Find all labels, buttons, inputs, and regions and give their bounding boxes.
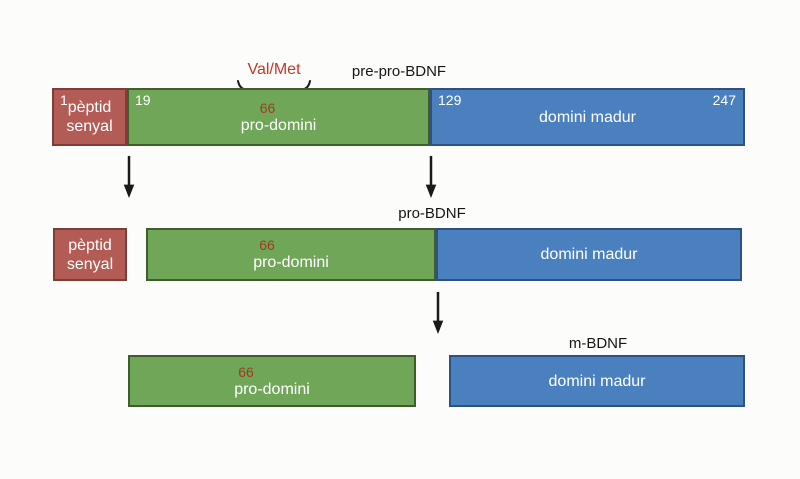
down-arrow-icon xyxy=(425,155,437,199)
residue-number-66: 66 xyxy=(259,99,276,116)
box-label-line: senyal xyxy=(66,118,113,135)
box-signal-peptide-2: pèptid senyal xyxy=(53,228,127,281)
box-signal-peptide-1: 1 pèptid senyal xyxy=(52,88,127,146)
box-pro-domain-3: 66 pro-domini xyxy=(128,355,416,407)
stage-label-pre-pro-bdnf: pre-pro-BDNF xyxy=(351,63,447,80)
residue-number: 1 xyxy=(60,92,68,108)
box-label: domini madur xyxy=(548,372,646,390)
residue-number-66: 66 xyxy=(238,363,254,380)
residue-number: 129 xyxy=(438,92,462,108)
box-label-line: pèptid xyxy=(67,99,112,116)
box-label: domini madur xyxy=(539,108,636,126)
val-met-annotation: Val/Met xyxy=(247,61,301,78)
box-label-line: senyal xyxy=(66,255,114,273)
box-mature-domain-1: 129 247 domini madur xyxy=(430,88,745,146)
residue-number-66: 66 xyxy=(259,237,275,253)
down-arrow-icon xyxy=(432,291,444,335)
stage-label-pro-bdnf: pro-BDNF xyxy=(398,205,466,222)
box-pro-domain-1: 19 66 pro-domini xyxy=(127,88,430,146)
residue-number: 19 xyxy=(135,92,151,108)
box-label: pro-domini xyxy=(234,380,310,398)
box-label: pro-domini xyxy=(240,116,317,134)
box-label-line: pèptid xyxy=(68,236,112,254)
box-pro-domain-2: 66 pro-domini xyxy=(146,228,436,281)
residue-number: 247 xyxy=(712,92,736,108)
box-label: pro-domini xyxy=(253,254,329,271)
box-mature-domain-2: domini madur xyxy=(436,228,742,281)
box-label: domini madur xyxy=(540,246,638,263)
down-arrow-icon xyxy=(123,155,135,199)
box-mature-domain-3: domini madur xyxy=(449,355,745,407)
stage-label-m-bdnf: m-BDNF xyxy=(568,335,628,352)
